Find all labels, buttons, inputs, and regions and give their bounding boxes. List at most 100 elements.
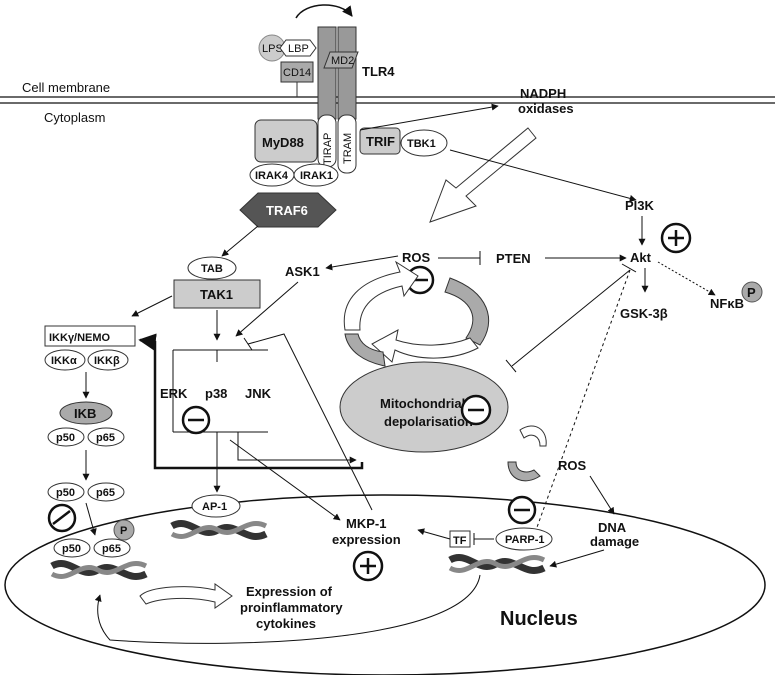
tbk1-label: TBK1 — [407, 138, 436, 150]
irak1-ellipse — [293, 163, 339, 187]
ikk-nemo-box — [44, 325, 136, 347]
p65-ellipse-1 — [87, 427, 125, 447]
md2-shape — [323, 51, 359, 69]
trif-box — [359, 127, 401, 155]
arrow-traf6-tab — [221, 225, 259, 257]
arrow-ros-ask1 — [325, 255, 399, 271]
arrow-ros-dna — [589, 475, 615, 515]
p65-p-circle — [113, 519, 135, 541]
hollow-arrow-ros-mito — [507, 461, 541, 482]
traf6-hexagon — [239, 192, 337, 228]
p50-label-3: p50 — [62, 543, 81, 555]
ikka-ellipse — [44, 349, 86, 371]
tram-box — [337, 114, 357, 174]
expression-label-3: cytokines — [256, 616, 316, 631]
inhibit-akt-mito-bar — [505, 359, 517, 373]
dna-helix-mid-b — [170, 521, 268, 539]
p65-ellipse-2 — [87, 482, 125, 502]
dna-damage-label-1: DNA — [598, 520, 627, 535]
pi3k-label: PI3K — [625, 198, 655, 213]
ros-mito-label: ROS — [558, 458, 587, 473]
inhibit-mkp1-mapk — [247, 333, 373, 511]
lps-label: LPS — [262, 43, 283, 55]
tab-label: TAB — [201, 263, 223, 275]
p65-label-2: p65 — [96, 487, 115, 499]
dashed-inhibit-akt-parp-bar — [621, 263, 637, 273]
ap1-label: AP-1 — [202, 501, 227, 513]
mito-label-1: Mitochondrial — [380, 396, 465, 411]
nfkb-minus-line — [52, 510, 71, 525]
arrow-mapk-mito — [237, 432, 357, 464]
expression-label-1: Expression of — [246, 584, 333, 599]
arrow-ask1-mapk — [235, 281, 299, 337]
dna-helix-right-b — [448, 555, 546, 573]
p50-label-2: p50 — [56, 487, 75, 499]
irak1-label: IRAK1 — [300, 170, 333, 182]
tlr4-dimer-arrow — [295, 4, 353, 19]
gsk3b-label: GSK-3β — [620, 306, 668, 321]
arrow-p50p65-nucleus — [85, 502, 97, 536]
nfkb-p-label: P — [747, 285, 756, 300]
arrow-parp-mkp1 — [417, 528, 451, 540]
tak1-box — [173, 279, 261, 309]
dna-damage-label-2: damage — [590, 534, 639, 549]
erk-label: ERK — [160, 386, 188, 401]
p50-ellipse-3 — [53, 538, 91, 558]
tlr4-receptor-right — [337, 26, 357, 120]
cell-membrane-label: Cell membrane — [22, 80, 110, 95]
ikka-label: IKKα — [51, 355, 77, 367]
ikk-nemo-label: IKKγ/NEMO — [49, 332, 111, 344]
arrow-tbk1-pi3k — [449, 149, 637, 202]
tlr4-label: TLR4 — [362, 64, 395, 79]
arrow-mapk-mkp1 — [229, 439, 341, 521]
cycle-arrow-bottom — [371, 329, 479, 363]
p65-ellipse-3 — [93, 538, 131, 558]
lbp-shape — [279, 39, 317, 57]
arrow-dna-damage-dna — [549, 549, 605, 568]
inhibit-akt-mito — [511, 269, 631, 367]
cycle-arrow-left — [343, 260, 419, 331]
tak1-label: TAK1 — [200, 287, 233, 302]
hollow-arrow-nadph-ros — [429, 127, 537, 223]
trif-label: TRIF — [366, 134, 395, 149]
p65-label-1: p65 — [96, 432, 115, 444]
parp1-ellipse — [495, 527, 553, 551]
arrow-tak1-ikk — [131, 295, 173, 317]
cycle-arrow-right — [444, 277, 490, 346]
tab-ellipse — [187, 256, 237, 280]
mkp1-label-2: expression — [332, 532, 401, 547]
nfkb-p-circle — [741, 281, 763, 303]
dashed-inhibit-akt-parp — [535, 269, 631, 531]
hollow-arrow-expression — [139, 583, 233, 609]
arrow-akt-nfkb — [657, 261, 716, 296]
cycle-arrow-lower-left — [344, 333, 386, 367]
tlr4-receptor-left — [317, 26, 337, 120]
expression-label-2: proinflammatory — [240, 600, 343, 615]
p50-ellipse-1 — [47, 427, 85, 447]
arrow-mito-ikk — [138, 333, 364, 470]
dna-helix-left-b — [50, 561, 148, 579]
tf-label: TF — [453, 535, 467, 547]
parp1-label: PARP-1 — [505, 534, 545, 546]
p65-label-3: p65 — [102, 543, 121, 555]
expression-loop-line — [94, 574, 481, 644]
nucleus-ellipse — [4, 494, 766, 675]
pten-label: PTEN — [496, 251, 531, 266]
tbk1-ellipse — [400, 129, 448, 157]
hollow-arrow-mito-ros — [519, 425, 547, 447]
akt-label: Akt — [630, 250, 652, 265]
nfkb-label: NFκB — [710, 296, 744, 311]
p38-label: p38 — [205, 386, 227, 401]
p50-ellipse-2 — [47, 482, 85, 502]
ask1-label: ASK1 — [285, 264, 320, 279]
nadph-label-2: oxidases — [518, 101, 574, 116]
ikkb-label: IKKβ — [94, 355, 120, 367]
ros-top-label: ROS — [402, 250, 431, 265]
lbp-label: LBP — [288, 43, 309, 55]
tirap-label: TIRAP — [322, 133, 334, 165]
mito-label-2: depolarisation — [384, 414, 473, 429]
inhibit-mkp1-mapk-bar — [243, 337, 253, 351]
jnk-label: JNK — [245, 386, 272, 401]
